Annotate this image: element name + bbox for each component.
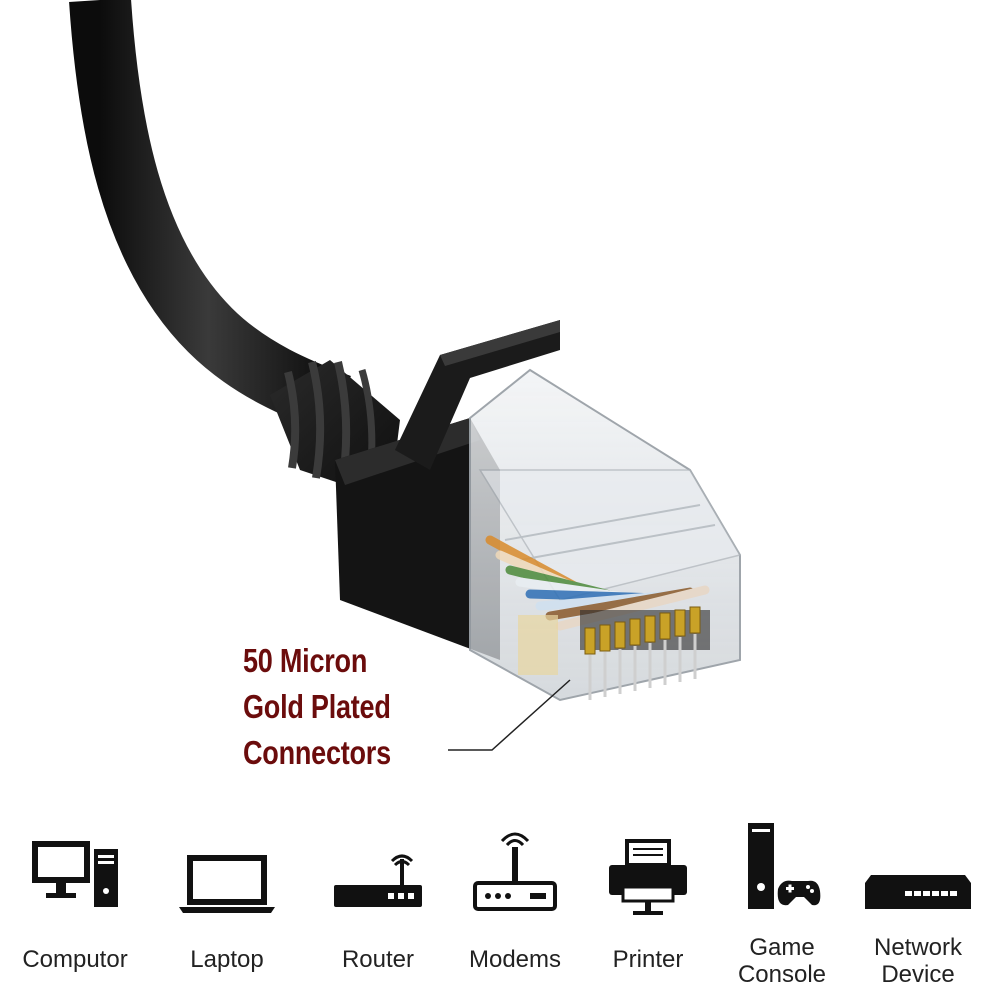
- device-label-line-2: Console: [737, 961, 827, 988]
- device-printer: Printer: [578, 815, 718, 1001]
- device-label: Router: [341, 946, 415, 973]
- device-modem: Modems: [445, 815, 585, 1001]
- gold-plated-callout: 50 Micron Gold Plated Connectors: [243, 638, 391, 776]
- compatible-devices-row: Computor Laptop Router: [0, 815, 1001, 1001]
- router-icon: [334, 854, 422, 907]
- device-label-line-1: Network: [873, 934, 963, 961]
- latch-clip: [395, 320, 560, 470]
- callout-line-1: 50 Micron: [243, 642, 368, 679]
- device-router: Router: [308, 815, 448, 1001]
- device-label: Computor: [22, 946, 128, 973]
- device-label-line-1: Game: [749, 934, 815, 961]
- ethernet-cable-photo: [69, 0, 742, 751]
- callout-line-2: Gold Plated: [243, 688, 391, 725]
- connector-housing: [335, 418, 500, 660]
- device-label-line-2: Device: [881, 961, 955, 988]
- inner-wires: [485, 535, 710, 631]
- game-console-icon: [748, 823, 821, 909]
- modem-icon: [473, 832, 557, 911]
- network-device-icon: [865, 875, 971, 909]
- device-label: Modems: [468, 946, 562, 973]
- callout-leader-line: [448, 679, 571, 751]
- printer-icon: [609, 839, 687, 915]
- callout-line-3: Connectors: [243, 734, 391, 771]
- laptop-icon: [179, 855, 275, 913]
- gold-contacts: [518, 606, 710, 700]
- device-label: Printer: [612, 946, 684, 973]
- device-game-console: Game Console: [712, 815, 852, 1001]
- device-label: Laptop: [190, 946, 264, 973]
- device-computer: Computor: [5, 815, 145, 1001]
- computer-icon: [32, 841, 118, 907]
- device-laptop: Laptop: [157, 815, 297, 1001]
- cable: [69, 0, 351, 435]
- device-network: Network Device: [848, 815, 988, 1001]
